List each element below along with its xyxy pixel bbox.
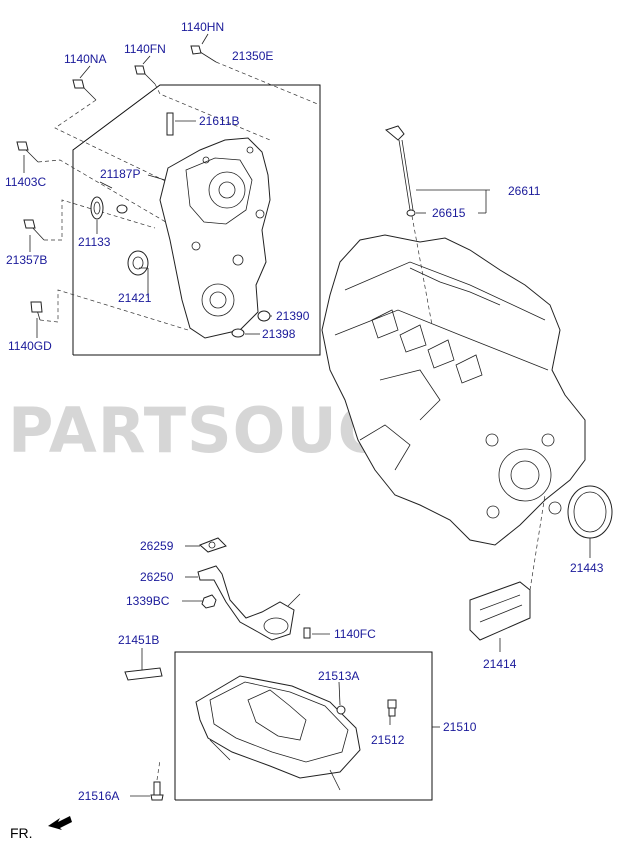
label-1140FN[interactable]: 1140FN bbox=[124, 42, 166, 56]
seal-21421[interactable] bbox=[127, 250, 149, 276]
label-11403C[interactable]: 11403C bbox=[5, 175, 46, 189]
dash-line bbox=[529, 494, 546, 591]
label-21133[interactable]: 21133 bbox=[78, 235, 111, 249]
label-21350E[interactable]: 21350E bbox=[232, 49, 273, 63]
gasket-26259[interactable] bbox=[199, 537, 227, 553]
bolt-21357B[interactable] bbox=[23, 219, 45, 241]
dash-line bbox=[156, 759, 161, 781]
label-1339BC[interactable]: 1339BC bbox=[126, 594, 170, 608]
bolt-1140FN[interactable] bbox=[134, 65, 156, 85]
engine-block bbox=[321, 234, 586, 546]
label-21357B[interactable]: 21357B bbox=[6, 253, 47, 267]
bolt-21516A[interactable] bbox=[150, 781, 164, 801]
label-1140HN[interactable]: 1140HN bbox=[181, 20, 224, 34]
baffle-21414[interactable] bbox=[469, 581, 531, 641]
label-1140NA[interactable]: 1140NA bbox=[64, 52, 106, 66]
bolt-1140HN[interactable] bbox=[190, 45, 217, 63]
label-26615[interactable]: 26615 bbox=[432, 206, 466, 220]
timing-cover-group-box bbox=[72, 84, 321, 356]
label-21421[interactable]: 21421 bbox=[118, 291, 152, 305]
label-21451B[interactable]: 21451B bbox=[118, 633, 159, 647]
bolt-11403C[interactable] bbox=[16, 141, 39, 163]
timing-cover[interactable] bbox=[159, 137, 271, 339]
label-21398[interactable]: 21398 bbox=[262, 327, 296, 341]
stud-21611B[interactable] bbox=[166, 112, 174, 136]
oring-21398[interactable] bbox=[231, 328, 245, 338]
label-1140FC[interactable]: 1140FC bbox=[334, 627, 376, 641]
dash-line bbox=[39, 289, 189, 331]
label-26250[interactable]: 26250 bbox=[140, 570, 174, 584]
label-21414[interactable]: 21414 bbox=[483, 657, 517, 671]
dash-line bbox=[54, 99, 206, 201]
label-21512[interactable]: 21512 bbox=[371, 733, 405, 747]
label-21611B[interactable]: 21611B bbox=[199, 114, 239, 128]
ring-21187P[interactable] bbox=[116, 204, 128, 214]
oil-pan-21510[interactable] bbox=[195, 675, 361, 791]
bolt-1140FC[interactable] bbox=[303, 627, 311, 639]
dash-line bbox=[44, 199, 156, 241]
oil-pan-group-box bbox=[174, 651, 433, 801]
label-21516A[interactable]: 21516A bbox=[78, 789, 119, 803]
label-21187P[interactable]: 21187P bbox=[100, 167, 140, 181]
dipstick-26611[interactable] bbox=[384, 125, 414, 211]
bolt-1140NA[interactable] bbox=[72, 79, 97, 101]
oring-21390[interactable] bbox=[257, 310, 271, 322]
label-26259[interactable]: 26259 bbox=[140, 539, 174, 553]
label-21390[interactable]: 21390 bbox=[276, 309, 310, 323]
direction-label: FR. bbox=[10, 825, 33, 841]
dash-line bbox=[411, 215, 433, 326]
label-21510[interactable]: 21510 bbox=[443, 720, 477, 734]
label-1140GD[interactable]: 1140GD bbox=[8, 339, 52, 353]
label-21443[interactable]: 21443 bbox=[570, 561, 604, 575]
label-21513A[interactable]: 21513A bbox=[318, 669, 359, 683]
plug-21133[interactable] bbox=[90, 196, 104, 220]
bolt-1140GD[interactable] bbox=[30, 301, 43, 321]
dash-line bbox=[37, 159, 177, 229]
leader-lines bbox=[23, 33, 591, 797]
oil-strainer-26250[interactable] bbox=[197, 565, 301, 641]
front-arrow-icon bbox=[48, 816, 72, 830]
bracket-21451B[interactable] bbox=[124, 667, 163, 681]
oring-26615[interactable] bbox=[406, 209, 416, 217]
nut-1339BC[interactable] bbox=[201, 594, 217, 609]
label-26611[interactable]: 26611 bbox=[508, 184, 541, 198]
plug-21513A[interactable] bbox=[336, 705, 346, 715]
dash-line bbox=[215, 61, 321, 106]
drain-bolt-21512[interactable] bbox=[387, 699, 397, 717]
dash-line bbox=[154, 83, 271, 141]
rear-seal-21443[interactable] bbox=[567, 485, 613, 539]
